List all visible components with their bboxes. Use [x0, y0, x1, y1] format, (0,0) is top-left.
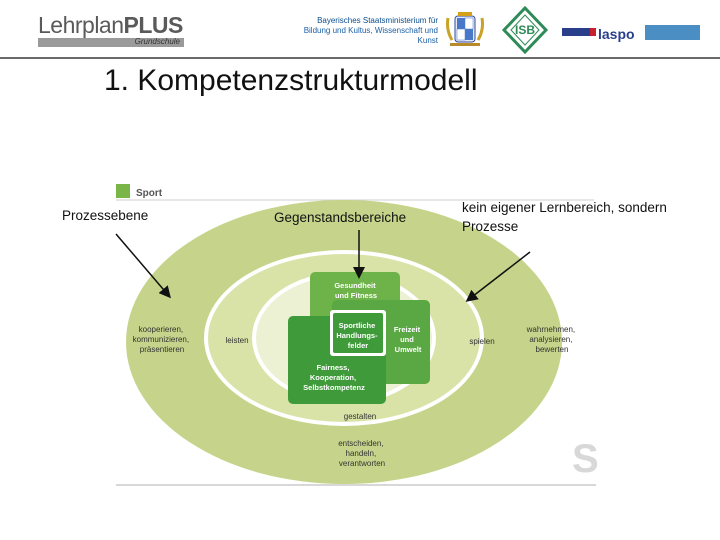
label-prozessebene: Prozessebene: [62, 208, 149, 223]
ministry-name: Bayerisches Staatsministerium für Bildun…: [286, 16, 438, 46]
box-bottom-line-1: Fairness,: [316, 363, 349, 372]
outer-bottom-line-2: handeln,: [346, 449, 377, 458]
outer-right-line-3: bewerten: [536, 345, 569, 354]
logo-bar: [38, 38, 184, 47]
sport-header-label: Sport: [136, 188, 163, 199]
box-center-line-2: Handlungs-: [336, 331, 378, 340]
label-kein-eigener-lernbereich: kein eigener Lernbereich, sondern Prozes…: [462, 200, 667, 234]
outer-right-line-2: analysieren,: [529, 335, 572, 344]
outer-left-line-3: präsentieren: [140, 345, 184, 354]
box-bottom-line-2: Kooperation,: [310, 373, 356, 382]
center-box: [333, 313, 383, 353]
box-top-line-1: Gesundheit: [334, 281, 376, 290]
header-rule: [0, 57, 720, 59]
inner-right-label: spielen: [469, 337, 494, 346]
partner-badge: [645, 25, 700, 40]
inner-left-label: leisten: [225, 336, 248, 345]
laspo-stripe-red: [590, 28, 596, 36]
box-center-line-3: felder: [348, 341, 369, 350]
sport-square-icon: [116, 184, 130, 198]
outer-bottom-text: entscheiden, handeln, verantworten: [338, 439, 386, 468]
box-top-line-2: und Fitness: [335, 291, 377, 300]
isb-logo-icon: ISB: [501, 6, 549, 54]
label-gegenstandsbereiche: Gegenstandsbereiche: [274, 210, 407, 225]
outer-left-text: kooperieren, kommunizieren, präsentieren: [133, 325, 192, 354]
box-center-line-1: Sportliche: [339, 321, 376, 330]
box-bottom-line-3: Selbstkompetenz: [303, 383, 365, 392]
box-right-line-1: Freizeit: [394, 325, 421, 334]
box-top-text: Gesundheit und Fitness: [334, 281, 377, 300]
logo-word: LehrplanPLUS: [38, 12, 183, 38]
outer-bottom-line-3: verantworten: [339, 459, 385, 468]
isb-label: ISB: [515, 23, 535, 37]
laspo-label: laspo: [598, 26, 635, 42]
inner-bottom-label: gestalten: [344, 412, 376, 421]
outer-bottom-line-1: entscheiden,: [338, 439, 383, 448]
lehrplanplus-logo: LehrplanPLUS Grundschule: [38, 12, 184, 47]
ministry-line-1: Bayerisches Staatsministerium für: [317, 16, 438, 25]
outer-left-line-2: kommunizieren,: [133, 335, 189, 344]
box-right-text: Freizeit und Umwelt: [394, 325, 422, 354]
box-center-text: Sportliche Handlungs- felder: [336, 321, 379, 350]
laspo-stripe: [562, 28, 590, 36]
outer-right-line-1: wahrnehmen,: [526, 325, 575, 334]
box-right-line-2: und: [400, 335, 414, 344]
logo-subtitle: Grundschule: [134, 37, 180, 46]
ministry-line-2: Bildung und Kultus, Wissenschaft und Kun…: [303, 26, 438, 45]
competence-structure-diagram: Sport Gesundheit und Fitness Freizeit un…: [116, 184, 599, 486]
box-right-line-3: Umwelt: [395, 345, 422, 354]
outer-right-text: wahrnehmen, analysieren, bewerten: [526, 325, 578, 354]
box-bottom-text: Fairness, Kooperation, Selbstkompetenz: [303, 363, 365, 392]
laspo-logo: laspo: [562, 24, 642, 44]
slide-title: 1. Kompetenzstrukturmodell: [104, 64, 478, 97]
badge-lines: [645, 25, 700, 29]
outer-left-line-1: kooperieren,: [139, 325, 183, 334]
header-bar: LehrplanPLUS Grundschule Bayerisches Sta…: [0, 0, 720, 59]
watermark-letter: S: [572, 437, 599, 481]
bavarian-crest-icon: [446, 12, 484, 46]
